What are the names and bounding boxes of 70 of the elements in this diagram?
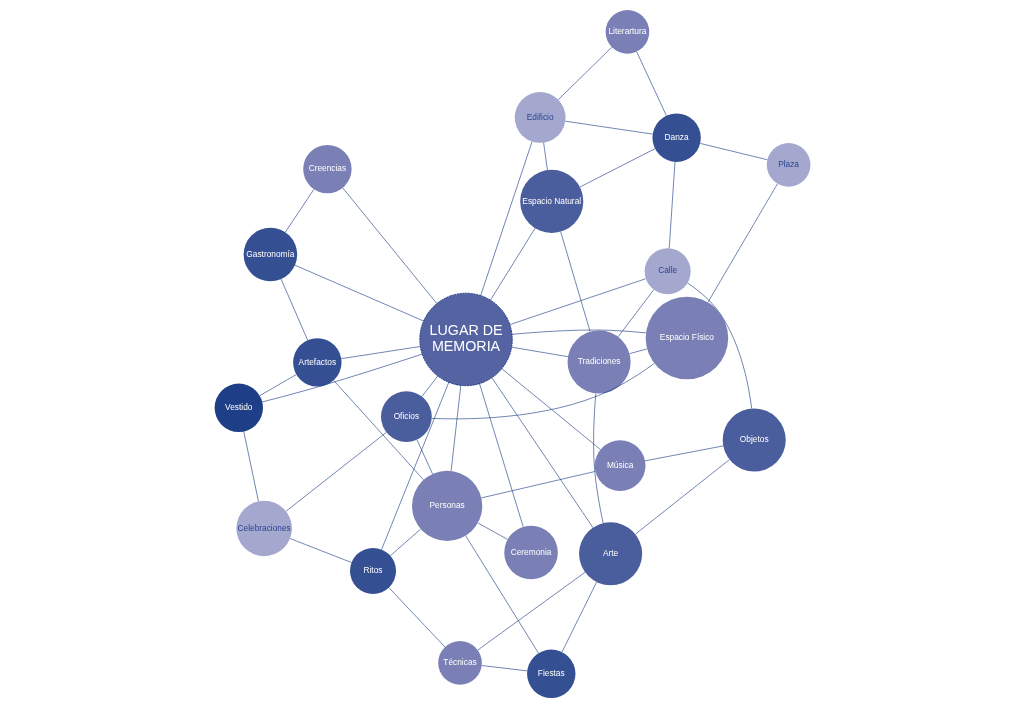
- connector: [617, 289, 654, 337]
- connector: [511, 329, 647, 335]
- connector: [481, 471, 596, 499]
- connector: [261, 353, 423, 403]
- connector: [635, 459, 730, 535]
- node-circle: Vestido: [214, 383, 263, 432]
- connector: [629, 348, 648, 354]
- node-circle: Música: [594, 440, 646, 491]
- connector: [687, 282, 752, 409]
- connector: [341, 346, 421, 359]
- connector: [636, 51, 667, 116]
- connector: [289, 538, 352, 563]
- connector: [294, 264, 424, 322]
- node-circle: Personas: [412, 470, 483, 541]
- connector: [560, 231, 591, 332]
- connector: [431, 363, 655, 420]
- connector: [285, 432, 387, 512]
- connector: [509, 278, 646, 325]
- connector: [285, 188, 315, 233]
- connector: [421, 375, 439, 397]
- connector: [501, 368, 601, 450]
- node-circle: Danza: [652, 113, 701, 162]
- connector: [477, 522, 508, 540]
- connector: [259, 374, 297, 396]
- connector: [480, 141, 533, 296]
- node-circle: Plaza: [766, 143, 811, 187]
- connector: [511, 346, 569, 357]
- connector: [481, 665, 528, 672]
- node-circle: Tradiciones: [567, 330, 631, 394]
- connector: [342, 187, 438, 304]
- connector: [280, 278, 308, 341]
- node-circle: Gastronomía: [243, 227, 298, 282]
- connector: [491, 377, 594, 528]
- connector: [593, 393, 604, 524]
- connector: [479, 383, 524, 528]
- connector: [243, 431, 259, 502]
- connector: [707, 183, 778, 303]
- node-circle: Objetos: [722, 408, 786, 472]
- connector: [490, 227, 536, 301]
- connector: [333, 380, 424, 481]
- node-circle: LUGAR DE MEMORIA: [419, 292, 513, 387]
- node-circle: Literartura: [605, 10, 650, 54]
- connector: [579, 148, 656, 188]
- connector: [543, 142, 548, 171]
- connector: [450, 385, 462, 472]
- connector: [477, 572, 586, 651]
- node-circle: Artefactos: [293, 338, 342, 387]
- node-circle: Técnicas: [438, 641, 482, 685]
- connector: [699, 143, 768, 161]
- node-circle: Creencias: [303, 144, 352, 194]
- connector: [416, 439, 433, 475]
- connector: [390, 528, 422, 556]
- connector: [565, 120, 653, 135]
- connector: [558, 46, 613, 100]
- connector: [381, 382, 450, 550]
- node-circle: Calle: [644, 248, 691, 295]
- node-circle: Edificio: [514, 92, 566, 143]
- connector: [668, 161, 676, 249]
- node-circle: Arte: [579, 522, 643, 586]
- node-circle: Espacio Natural: [520, 169, 584, 233]
- connector: [388, 587, 446, 648]
- node-circle: Fiestas: [527, 649, 576, 698]
- node-circle: Ceremonia: [504, 525, 558, 580]
- connector: [561, 581, 597, 653]
- node-circle: Espacio Físico: [645, 296, 729, 380]
- connector: [465, 535, 539, 654]
- node-circle: Oficios: [380, 391, 432, 442]
- node-circle: Celebraciones: [236, 500, 292, 557]
- connector: [644, 445, 724, 462]
- node-circle: Ritos: [350, 547, 396, 594]
